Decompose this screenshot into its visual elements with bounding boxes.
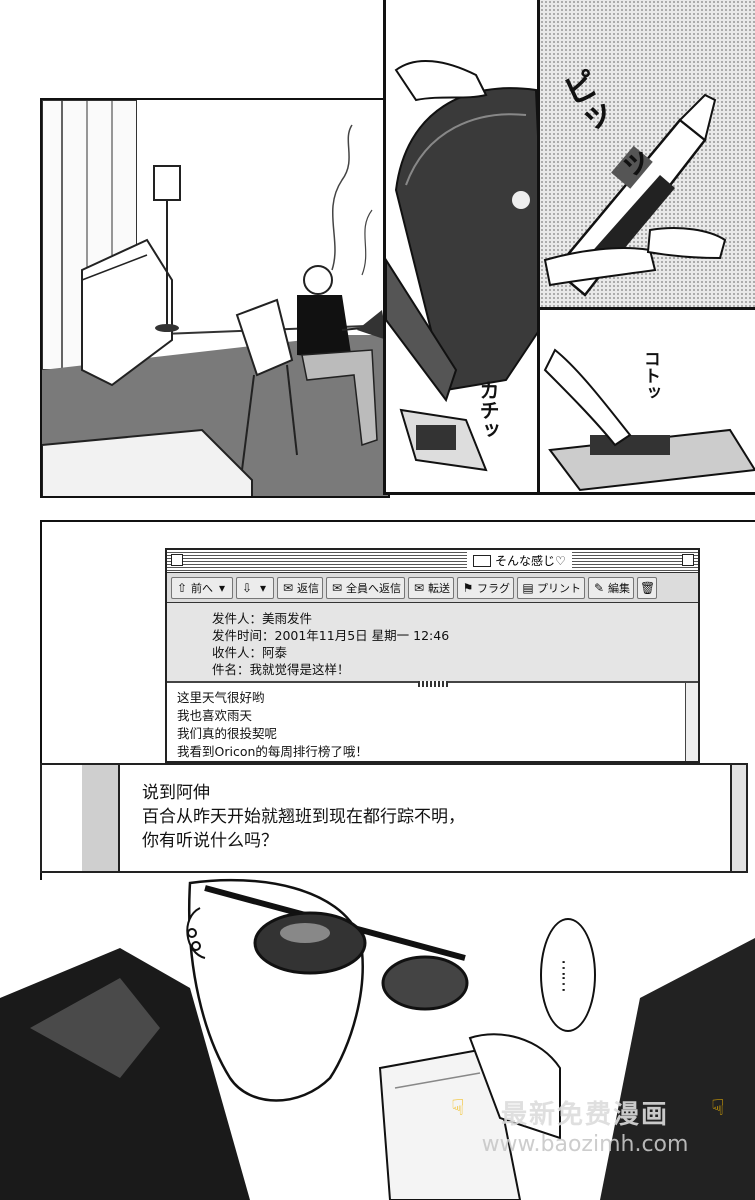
mail-body: 这里天气很好哟 我也喜欢雨天 我们真的很投契呢 我看到Oricon的每周排行榜了…: [167, 683, 698, 761]
speech-bubble-text: ……: [557, 959, 579, 991]
caption-line: 你有听说什么吗？: [142, 831, 278, 851]
panel-set-phone-down: コトッ: [537, 307, 755, 495]
prev-button[interactable]: ⇧ 前へ ▾: [171, 576, 233, 599]
flag-icon: ⚑: [462, 580, 474, 595]
reply-all-button[interactable]: ✉ 全員へ返信: [326, 576, 405, 599]
watermark: ☟ 最新免费漫画 ☟ www.baozimh.com: [425, 1092, 750, 1172]
mail-toolbar: ⇧ 前へ ▾ ⇩ ▾ ✉ 返信 ✉ 全員へ返信 ✉ 転送 ⚑ フラグ ▤ プリン…: [167, 573, 698, 603]
watermark-url: www.baozimh.com: [481, 1132, 689, 1157]
edit-icon: ✎: [593, 580, 605, 595]
arrow-down-icon: ⇩: [241, 580, 253, 595]
caption-side-stripe: [82, 765, 120, 871]
mail-date: 发件时间：2001年11月5日 星期一 12:46: [212, 628, 450, 643]
sfx-click: カチッ: [476, 380, 500, 440]
chevron-down-icon: ▾: [218, 580, 226, 595]
panel-phone-in-hand: ピッ ッ: [537, 0, 755, 312]
mail-body-line: 我们真的很投契呢: [177, 726, 278, 741]
flag-button-label: フラグ: [477, 581, 510, 595]
collapse-box-icon[interactable]: [682, 554, 694, 566]
mail-body-line: 我也喜欢雨天: [177, 708, 253, 723]
panel-laptop-closeup: カチッ: [383, 0, 543, 495]
flag-button[interactable]: ⚑ フラグ: [457, 576, 514, 599]
trash-button[interactable]: 🗑: [637, 576, 657, 599]
panel-hotel-room: [40, 98, 390, 498]
forward-icon: ✉: [413, 580, 425, 595]
speech-bubble: ……: [540, 918, 596, 1032]
trash-icon: 🗑: [640, 580, 656, 595]
mail-window: そんな感じ♡ ⇧ 前へ ▾ ⇩ ▾ ✉ 返信 ✉ 全員へ返信 ✉ 転送 ⚑ フラ…: [165, 548, 700, 763]
print-button[interactable]: ▤ プリント: [517, 576, 585, 599]
sfx-set-down: コトッ: [640, 350, 660, 401]
pane-resize-handle[interactable]: [417, 681, 448, 687]
forward-button[interactable]: ✉ 転送: [408, 576, 454, 599]
close-box-icon[interactable]: [171, 554, 183, 566]
phone-in-hand-illustration: [543, 93, 727, 297]
reply-button[interactable]: ✉ 返信: [277, 576, 323, 599]
prev-button-label: 前へ: [191, 581, 213, 595]
reply-button-label: 返信: [297, 581, 319, 595]
mail-titlebar: そんな感じ♡: [167, 550, 698, 573]
watermark-title: 最新免费漫画: [500, 1100, 669, 1130]
mail-window-title: そんな感じ♡: [467, 552, 572, 570]
caption-line: 说到阿伸: [142, 783, 210, 803]
envelope-icon: [473, 555, 491, 567]
mail-body-line: 我看到Oricon的每周排行榜了哦！: [177, 744, 368, 759]
set-phone-down-illustration: [543, 348, 755, 492]
caption-scrollbar[interactable]: [730, 765, 746, 871]
arrow-up-icon: ⇧: [176, 580, 188, 595]
next-button[interactable]: ⇩ ▾: [236, 576, 274, 599]
mail-body-scrollbar[interactable]: [685, 683, 698, 761]
hotel-room-illustration: [42, 100, 388, 496]
mail-to: 收件人：阿泰: [212, 645, 288, 660]
man-sunglasses-illustration: [0, 878, 755, 1200]
pointing-hand-icon: ☟: [711, 1096, 725, 1121]
forward-button-label: 転送: [428, 581, 450, 595]
reply-all-icon: ✉: [331, 580, 343, 595]
mail-header: 发件人：美雨发件 发件时间：2001年11月5日 星期一 12:46 收件人：阿…: [167, 603, 698, 687]
mail-window-title-text: そんな感じ♡: [495, 554, 566, 568]
edit-button-label: 編集: [608, 581, 630, 595]
printer-icon: ▤: [522, 580, 534, 595]
mail-from: 发件人：美雨发件: [212, 611, 313, 626]
mail-subject: 件名：我就觉得是这样！: [212, 662, 350, 677]
chevron-down-icon: ▾: [259, 580, 267, 595]
caption-line: 百合从昨天开始就翘班到现在都行踪不明，: [142, 807, 465, 827]
print-button-label: プリント: [537, 581, 581, 595]
reply-icon: ✉: [282, 580, 294, 595]
panel-man-sunglasses: ……: [0, 878, 755, 1200]
laptop-illustration: [386, 0, 540, 492]
message-caption-box: 说到阿伸 百合从昨天开始就翘班到现在都行踪不明， 你有听说什么吗？: [40, 763, 748, 873]
caption-text: 说到阿伸 百合从昨天开始就翘班到现在都行踪不明， 你有听说什么吗？: [142, 781, 465, 853]
mail-body-line: 这里天气很好哟: [177, 690, 265, 705]
reply-all-button-label: 全員へ返信: [346, 581, 401, 595]
edit-button[interactable]: ✎ 編集: [588, 576, 634, 599]
pointing-hand-icon: ☟: [451, 1096, 465, 1121]
